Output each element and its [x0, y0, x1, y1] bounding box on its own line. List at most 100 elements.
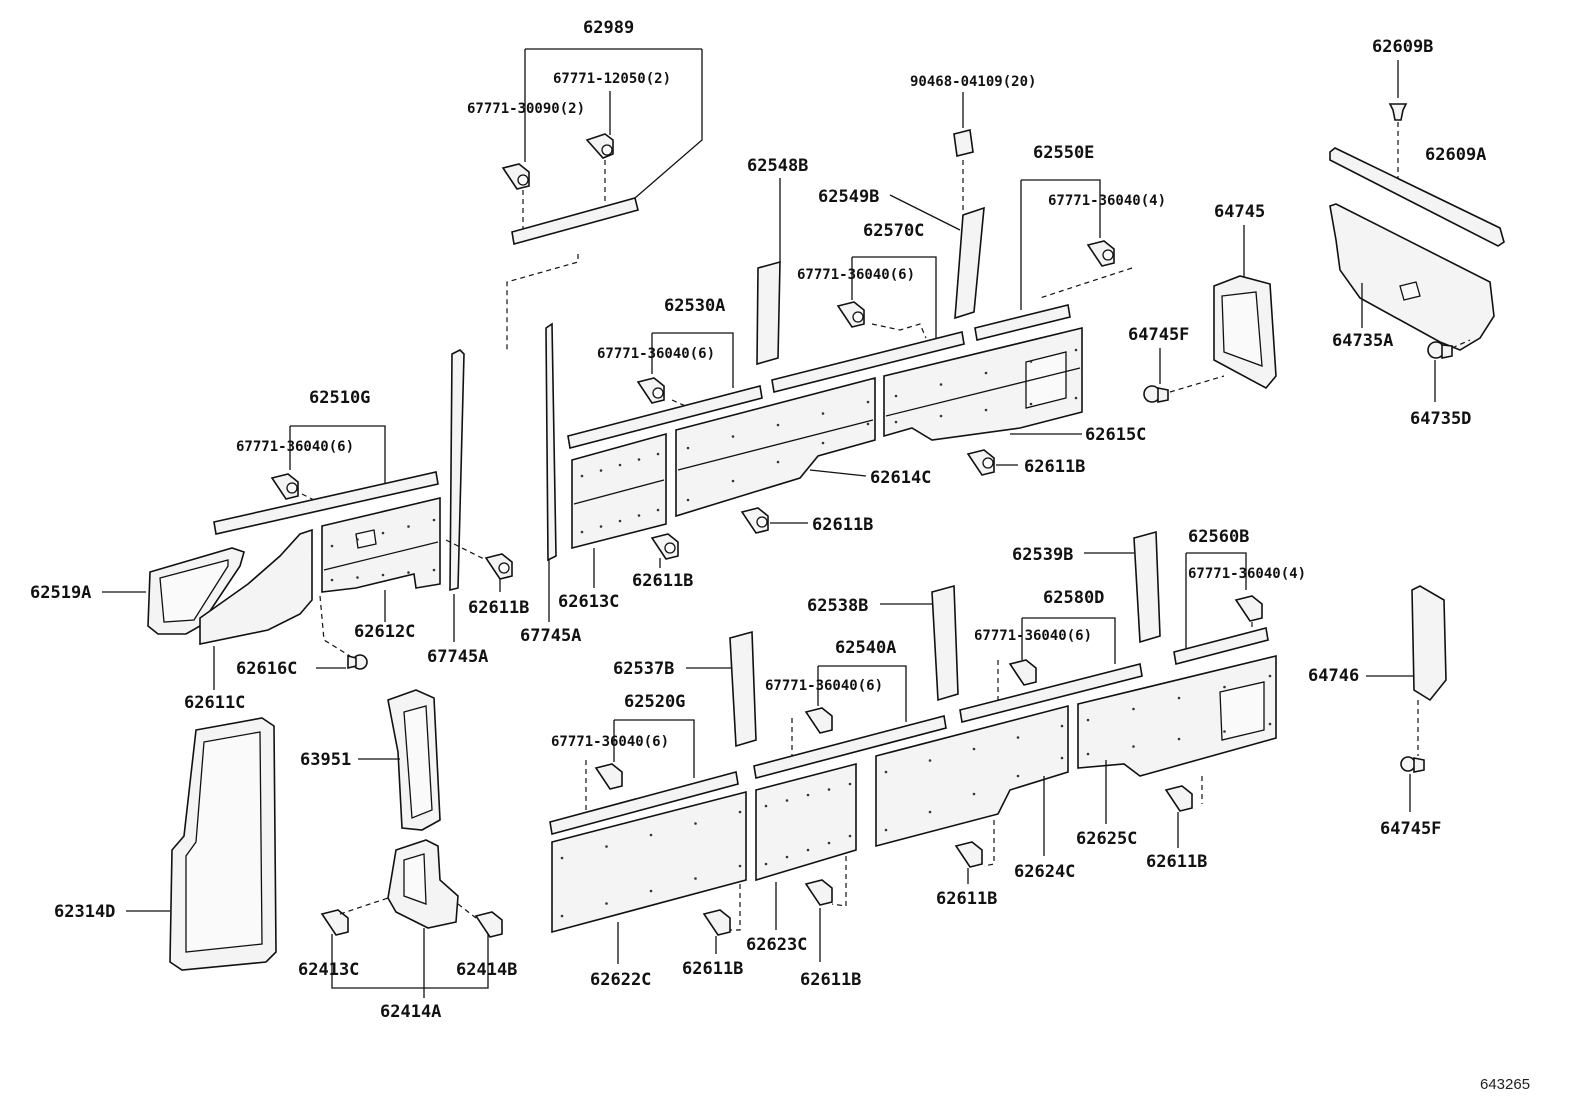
clip-icon: [804, 707, 833, 734]
rivet-dot: [1132, 707, 1135, 711]
clip-icon: [484, 553, 513, 580]
label-62616C: 62616C: [236, 659, 297, 679]
label-62414B: 62414B: [456, 960, 517, 980]
rivet-dot: [785, 799, 789, 802]
label-67771-30090: 67771-30090(2): [467, 101, 585, 117]
label-64735D: 64735D: [1410, 409, 1471, 429]
strip-67745A-left: [449, 349, 465, 592]
label-64735A: 64735A: [1332, 331, 1393, 351]
clip-icon: [585, 133, 614, 159]
label-67771-12050: 67771-12050(2): [553, 71, 671, 87]
rivet-dot: [432, 568, 436, 572]
clip-icon: [1143, 385, 1169, 403]
label-62611B-f: 62611B: [936, 889, 997, 909]
clip-icon: [636, 377, 665, 404]
label-67771-36040-4b: 67771-36040(4): [1188, 566, 1306, 582]
label-64745: 64745: [1214, 202, 1265, 222]
label-62611B-h: 62611B: [800, 970, 861, 990]
label-62611B-b: 62611B: [812, 515, 873, 535]
label-62609A: 62609A: [1425, 145, 1486, 165]
clip-icon: [347, 654, 368, 670]
rivet-dot: [694, 822, 697, 825]
clip-icon: [1086, 240, 1115, 267]
label-62550E: 62550E: [1033, 143, 1094, 163]
rivet-dot: [866, 422, 870, 426]
rivet-dot: [656, 452, 660, 456]
rivet-dot: [731, 479, 735, 483]
part-62989-group: 62989 67771-12050(2) 67771-30090(2): [467, 18, 703, 350]
label-62614C: 62614C: [870, 468, 931, 488]
rivet-dot: [894, 394, 898, 398]
rivet-dot: [928, 810, 932, 814]
panel-62612C: [321, 496, 441, 593]
part-62314D-group: 62314D: [54, 717, 277, 971]
part-63951-group: 63951: [300, 689, 441, 831]
trim-strip-62537B: [729, 630, 757, 748]
rivet-dot: [1016, 774, 1020, 778]
rivet-dot: [972, 747, 976, 751]
rail-62510G: [213, 471, 439, 535]
label-64745F-a: 64745F: [1128, 325, 1189, 345]
label-62611B-g: 62611B: [682, 959, 743, 979]
rail-62580D: [959, 663, 1143, 723]
lower-panel-group: 62539B 62560B 67771-36040(4) 62538B 6258…: [549, 527, 1447, 990]
label-62314D: 62314D: [54, 902, 115, 922]
part-62550E-group: 62550E 67771-36040(4): [974, 143, 1166, 341]
rivet-dot: [894, 420, 898, 424]
panel-62615C: [883, 326, 1083, 441]
rivet-dot: [1060, 724, 1064, 728]
label-62510G: 62510G: [309, 388, 370, 408]
clip-icon: [594, 763, 623, 790]
strip-67745A-upper: [545, 322, 557, 562]
label-62989: 62989: [583, 18, 634, 38]
rail-62570C: [771, 331, 965, 393]
rail-62540A: [753, 715, 947, 779]
rivet-dot: [686, 498, 690, 502]
label-62613C: 62613C: [558, 592, 619, 612]
label-62530A: 62530A: [664, 296, 725, 316]
rivet-dot: [785, 855, 789, 859]
clip-icon: [270, 473, 299, 500]
rail-62550E: [974, 304, 1071, 341]
rivet-dot: [381, 531, 385, 535]
panel-62623C: [755, 762, 857, 882]
clip-icon: [1008, 659, 1037, 686]
label-67745A-b: 67745A: [520, 626, 581, 646]
rivet-dot: [884, 828, 888, 832]
label-62548B: 62548B: [747, 156, 808, 176]
rivet-dot: [776, 423, 780, 427]
upper-panel-group: 62530A 67771-36040(6) 62615C 62611B 6261…: [520, 296, 1146, 646]
label-63951: 63951: [300, 750, 351, 770]
label-62520G: 62520G: [624, 692, 685, 712]
label-62539B: 62539B: [1012, 545, 1073, 565]
part-62548B-group: 62548B: [747, 156, 808, 366]
rivet-dot: [560, 856, 564, 860]
rail-62560B: [1173, 627, 1269, 665]
rivet-dot: [1177, 696, 1181, 700]
rivet-dots: [330, 348, 1272, 918]
rivet-dot: [649, 833, 653, 837]
clip-icon: [740, 507, 769, 534]
label-62570C: 62570C: [863, 221, 924, 241]
rivet-dot: [821, 441, 825, 445]
label-62540A: 62540A: [835, 638, 896, 658]
rivet-dot: [939, 383, 943, 386]
rivet-dot: [599, 469, 603, 472]
rivet-dot: [738, 810, 742, 814]
label-67771-36040-4a: 67771-36040(4): [1048, 193, 1166, 209]
rivet-dot: [1029, 360, 1033, 363]
rivet-dot: [1029, 402, 1033, 406]
rivet-dot: [618, 463, 622, 467]
rivet-dot: [764, 804, 768, 808]
trim-strip-62549B: [954, 206, 985, 320]
label-62549B: 62549B: [818, 187, 879, 207]
rivet-dot: [1016, 736, 1020, 739]
rivet-dot: [972, 792, 976, 796]
rivet-dot: [407, 525, 410, 528]
rivet-dot: [330, 578, 334, 582]
label-62537B: 62537B: [613, 659, 674, 679]
part-64745-group: 64745 64745F: [1128, 202, 1277, 403]
rivet-dot: [821, 412, 825, 415]
rivet-dot: [848, 782, 852, 786]
